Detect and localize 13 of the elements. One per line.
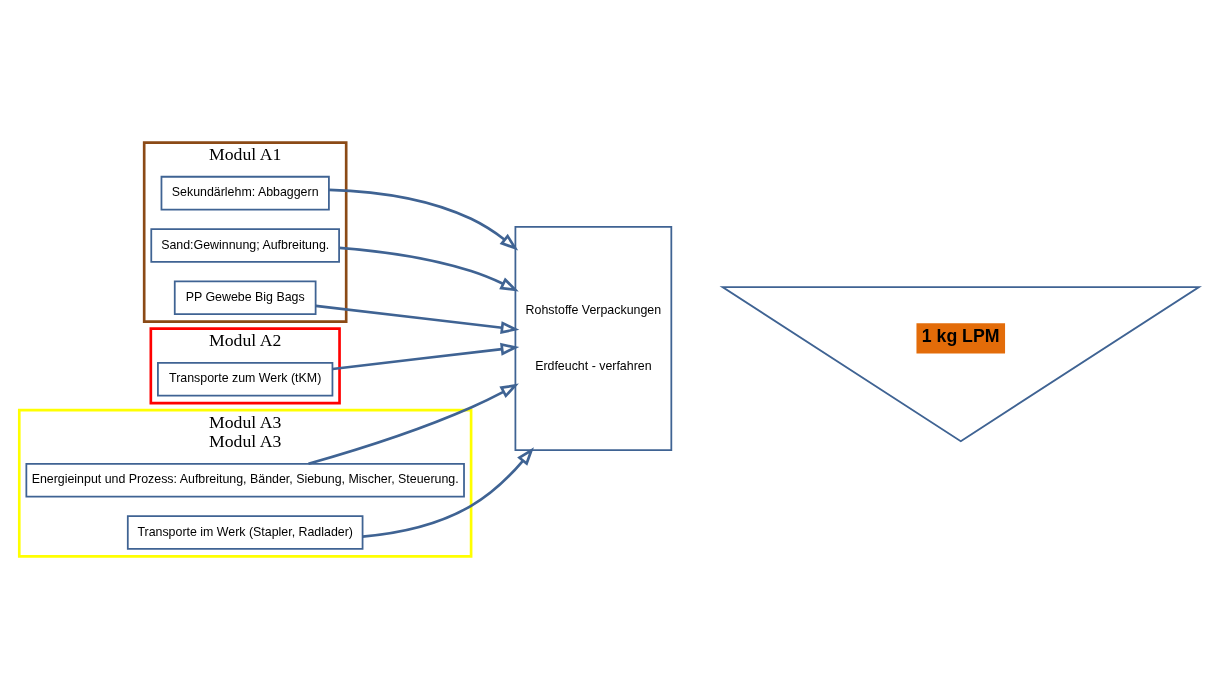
- node-box: Transporte zum Werk (tKM): [157, 361, 334, 396]
- node-box: Energieinput und Prozess: Aufbreitung, Bänder, Siebung, Mischer, Steuerung.: [25, 462, 465, 497]
- arrow: [332, 342, 520, 370]
- node-box: PP Gewebe Big Bags: [173, 279, 317, 315]
- node-box: Sand:Gewinnung; Aufbreitung.: [150, 227, 340, 263]
- arrow: [308, 383, 519, 465]
- arrow: [362, 446, 534, 538]
- arrow: [315, 304, 520, 334]
- arrow: [339, 246, 519, 291]
- node-box: Rohstoffe Verpackungen Erdfeucht - verfahren: [514, 225, 673, 451]
- node-box: Transporte im Werk (Stapler, Radlader): [126, 514, 364, 550]
- arrow: [329, 188, 519, 251]
- node-box: Sekundärlehm: Abbaggern: [160, 175, 330, 210]
